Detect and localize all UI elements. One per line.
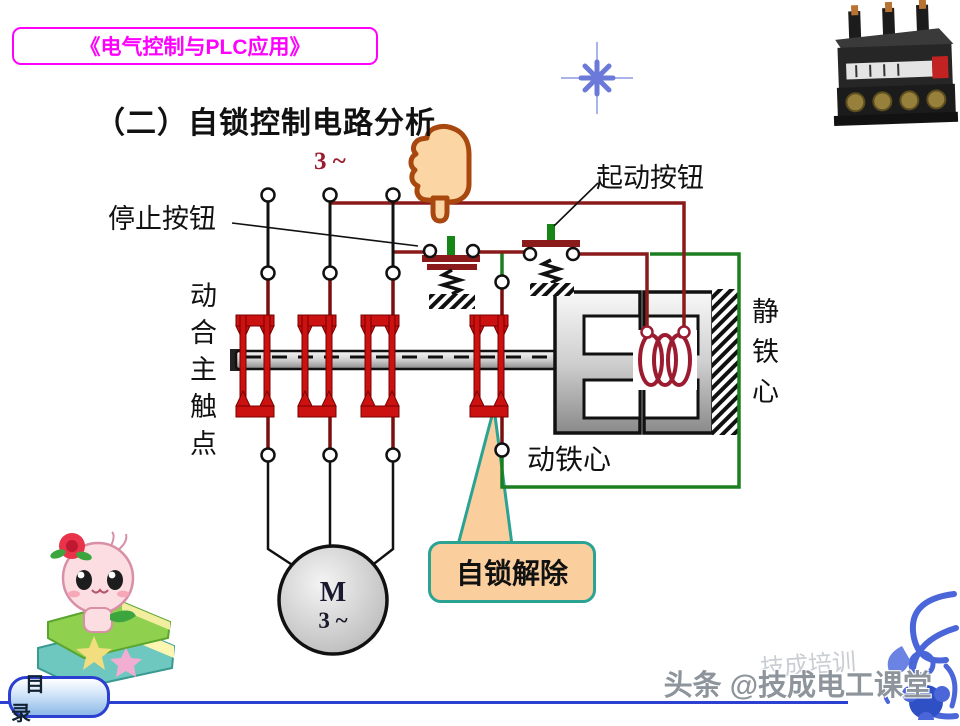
stop-button-symbol[interactable] [422, 236, 480, 309]
callout-text: 自锁解除 [456, 552, 568, 592]
start-button-label: 起动按钮 [596, 156, 704, 195]
callout-tail [458, 408, 512, 545]
motor: M 3 ~ [268, 461, 393, 654]
page-title: （二）自锁控制电路分析 [95, 98, 436, 142]
moving-iron-core [555, 292, 640, 433]
stop-button-label: 停止按钮 [108, 197, 216, 236]
toc-button[interactable]: 目 录 [8, 676, 110, 718]
supply-label: 3 ~ [314, 148, 346, 176]
stop-label-pointer [232, 223, 418, 246]
fixed-wall-hatch [712, 289, 738, 435]
thermal-overload-relay-photo [830, 0, 958, 126]
toc-button-label: 目 录 [11, 668, 107, 726]
motor-phase: 3 ~ [318, 608, 347, 633]
course-title: 《电气控制与PLC应用》 [80, 31, 311, 61]
static-core-label: 静铁心 [744, 297, 783, 417]
self-lock-release-callout: 自锁解除 [428, 541, 596, 603]
course-title-box: 《电气控制与PLC应用》 [12, 27, 378, 65]
sparkle-icon [561, 42, 633, 114]
watermark: 头条 @技成电工课堂 [664, 662, 932, 704]
pink-mascot-on-books [38, 532, 174, 688]
start-button-symbol[interactable] [522, 224, 580, 296]
main-contacts-label: 动合主触点 [182, 281, 221, 466]
motor-letter: M [320, 577, 346, 608]
moving-core-label: 动铁心 [527, 438, 611, 478]
